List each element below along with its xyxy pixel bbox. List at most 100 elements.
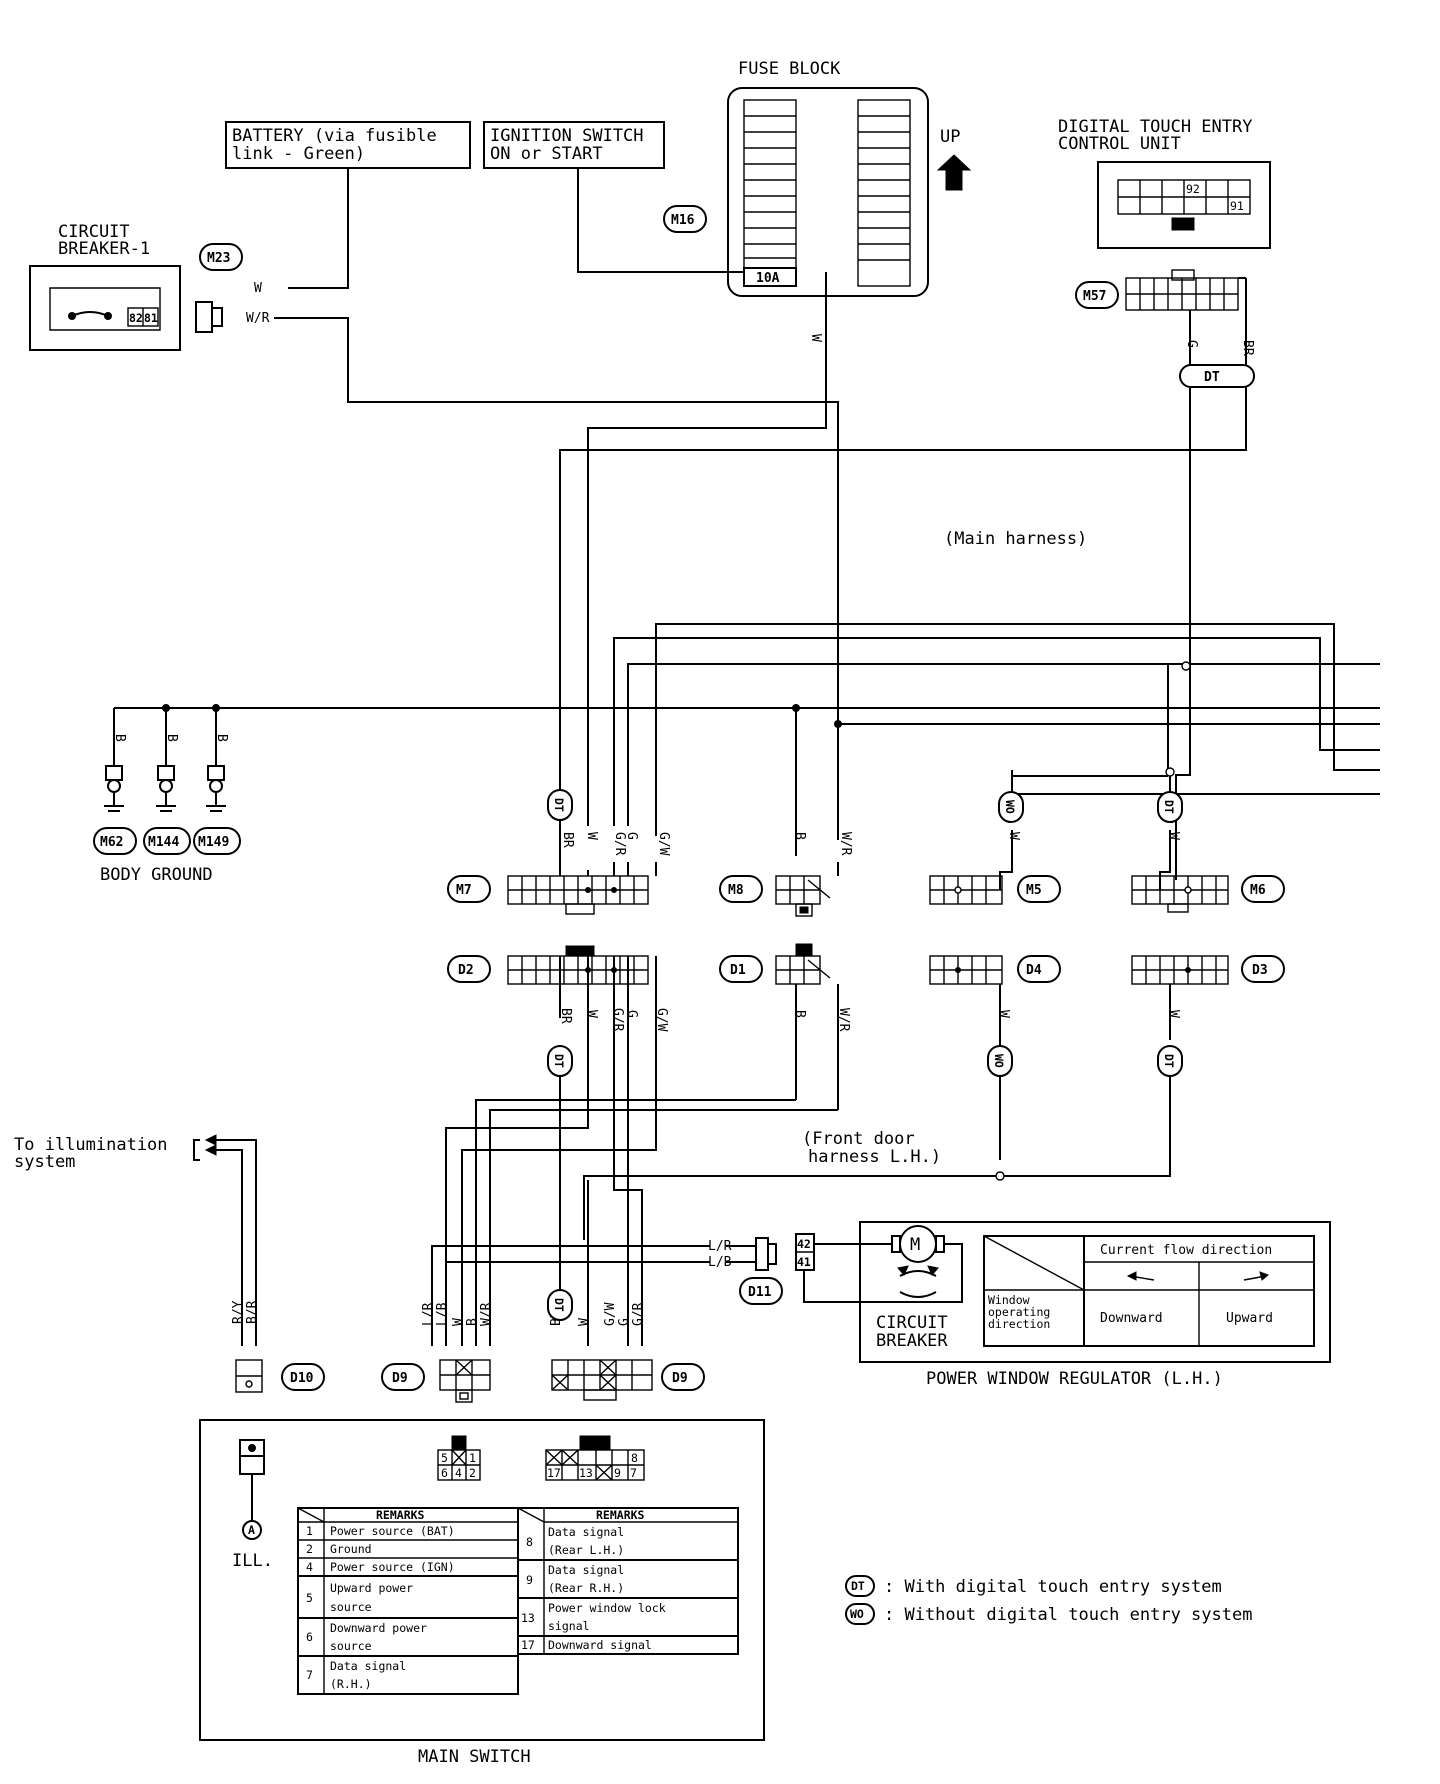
svg-text:M16: M16 xyxy=(671,213,695,228)
svg-text:1: 1 xyxy=(306,1524,313,1538)
fuse-block-title: FUSE BLOCK xyxy=(738,59,841,79)
svg-text:G/R: G/R xyxy=(631,1302,646,1326)
svg-text:DT: DT xyxy=(552,1054,566,1068)
svg-text:Power source (IGN): Power source (IGN) xyxy=(330,1560,455,1574)
svg-text:L/B: L/B xyxy=(435,1302,450,1326)
svg-text:Downward power: Downward power xyxy=(330,1621,427,1635)
svg-text:BR: BR xyxy=(560,832,575,848)
svg-text:operating: operating xyxy=(988,1305,1050,1319)
svg-text:4: 4 xyxy=(306,1560,313,1574)
svg-text:source: source xyxy=(330,1639,372,1653)
svg-text:Downward signal: Downward signal xyxy=(548,1638,652,1652)
d2-down-wires xyxy=(559,956,657,1018)
wire-label-cb1-wr: W/R xyxy=(246,311,270,326)
svg-text:2: 2 xyxy=(306,1542,313,1556)
svg-text:8: 8 xyxy=(526,1535,533,1549)
svg-text:To illumination: To illumination xyxy=(14,1135,168,1155)
svg-text:CIRCUIT: CIRCUIT xyxy=(58,222,130,242)
svg-text:W: W xyxy=(584,1010,599,1018)
svg-text:(Rear R.H.): (Rear R.H.) xyxy=(548,1581,624,1595)
svg-text:9: 9 xyxy=(614,1466,621,1480)
svg-text:source: source xyxy=(330,1600,372,1614)
ill-a-icon: A xyxy=(248,1523,255,1537)
svg-text:G/R: G/R xyxy=(612,832,627,856)
svg-text:BATTERY (via fusible: BATTERY (via fusible xyxy=(232,126,437,146)
svg-text:6: 6 xyxy=(306,1630,313,1644)
svg-text:M57: M57 xyxy=(1083,289,1106,304)
wire-label-d1-wr: W/R xyxy=(836,1008,851,1032)
svg-text:B: B xyxy=(214,734,229,742)
svg-text:M5: M5 xyxy=(1026,883,1042,898)
main-switch-label: MAIN SWITCH xyxy=(418,1747,531,1767)
svg-text:G: G xyxy=(617,1318,632,1326)
svg-text:B: B xyxy=(112,734,127,742)
upper-wiring xyxy=(274,168,1247,880)
svg-text:L/B: L/B xyxy=(708,1255,732,1270)
svg-text:BREAKER-1: BREAKER-1 xyxy=(58,239,150,259)
wire-label-d1-b: B xyxy=(792,1010,807,1018)
wo-badge-upper: WO xyxy=(998,791,1024,823)
m5-m6-feeds xyxy=(795,708,1171,890)
connector-m23: M23 xyxy=(195,243,243,333)
svg-text:8: 8 xyxy=(631,1451,638,1465)
svg-text:signal: signal xyxy=(548,1619,590,1633)
svg-text:D9: D9 xyxy=(672,1371,688,1386)
fuse-block: FUSE BLOCK 10A xyxy=(727,59,929,297)
svg-text:1: 1 xyxy=(469,1451,476,1465)
svg-text:M62: M62 xyxy=(100,835,123,850)
main-harness-label: (Main harness) xyxy=(944,529,1087,549)
dt-badge-d9: DT xyxy=(547,1289,573,1321)
circuit-breaker-1: CIRCUIT BREAKER-1 82 81 xyxy=(29,222,181,351)
remarks-table-left: REMARKS 1 Power source (BAT) 2 Ground 4 … xyxy=(297,1507,519,1695)
main-harness-bus xyxy=(114,623,1380,836)
ill-label: ILL. xyxy=(232,1551,273,1571)
svg-text:6: 6 xyxy=(441,1466,448,1480)
body-ground: B B B M62 M144 M149 BODY GROUND xyxy=(93,708,241,885)
svg-text:direction: direction xyxy=(988,1317,1050,1331)
front-door-harness-wiring xyxy=(431,1018,1171,1346)
svg-text:Window: Window xyxy=(988,1293,1030,1307)
svg-text:M23: M23 xyxy=(207,251,230,266)
svg-text:D11: D11 xyxy=(748,1285,772,1300)
svg-text:G/R: G/R xyxy=(610,1008,625,1032)
wire-label-d3-w: W xyxy=(1166,1010,1181,1018)
svg-text:B/R: B/R xyxy=(245,1300,260,1324)
svg-text:81: 81 xyxy=(144,311,158,325)
svg-text:ON or START: ON or START xyxy=(490,144,603,164)
svg-text:DIGITAL TOUCH ENTRY: DIGITAL TOUCH ENTRY xyxy=(1058,117,1252,137)
digital-touch-entry-control-unit: DIGITAL TOUCH ENTRY CONTROL UNIT 92 91 xyxy=(1058,117,1271,249)
legend-dt-icon: DT xyxy=(851,1579,865,1593)
svg-text:2: 2 xyxy=(469,1466,476,1480)
svg-text:(R.H.): (R.H.) xyxy=(330,1677,372,1691)
current-flow-table: Current flow direction Window operating … xyxy=(983,1235,1315,1347)
svg-text:17: 17 xyxy=(521,1638,535,1652)
svg-text:REMARKS: REMARKS xyxy=(596,1508,645,1522)
svg-text:DT: DT xyxy=(1162,800,1176,814)
connector-m5: M5 xyxy=(929,875,1061,905)
main-switch: A ILL. 5 1 6 4 2 xyxy=(199,1419,765,1741)
dt-badge-d3: DT xyxy=(1157,1045,1183,1077)
connector-m57: M57 xyxy=(1075,269,1239,311)
svg-text:W: W xyxy=(584,832,599,840)
svg-text:G/W: G/W xyxy=(603,1302,618,1326)
ignition-switch-box: IGNITION SWITCH ON or START xyxy=(483,121,665,169)
illumination-feed: To illumination system R/Y B/R xyxy=(14,1134,260,1346)
connector-d9-right: D9 xyxy=(551,1359,705,1401)
dt-badge-m57: DT xyxy=(1179,364,1255,388)
svg-text:M144: M144 xyxy=(148,835,179,850)
svg-text:Data signal: Data signal xyxy=(548,1563,624,1577)
switch-pin-grid-2: 8 17 13 9 7 xyxy=(545,1435,645,1481)
svg-text:Data signal: Data signal xyxy=(548,1525,624,1539)
svg-text:W: W xyxy=(451,1318,466,1326)
body-ground-label: BODY GROUND xyxy=(100,865,213,885)
connector-m7: M7 xyxy=(447,875,649,915)
svg-text:7: 7 xyxy=(630,1466,637,1480)
svg-text:: With digital touch entry sys: : With digital touch entry system xyxy=(884,1577,1222,1597)
svg-text:REMARKS: REMARKS xyxy=(376,1508,425,1522)
svg-text:13: 13 xyxy=(521,1611,535,1625)
connector-d2: D2 xyxy=(447,945,649,985)
svg-text:Current flow direction: Current flow direction xyxy=(1100,1243,1272,1258)
wire-label-m5-w: W xyxy=(1006,832,1021,840)
wire-label-m6-w: W xyxy=(1166,832,1181,840)
connector-d11: L/R L/B D11 42 41 xyxy=(708,1233,815,1305)
